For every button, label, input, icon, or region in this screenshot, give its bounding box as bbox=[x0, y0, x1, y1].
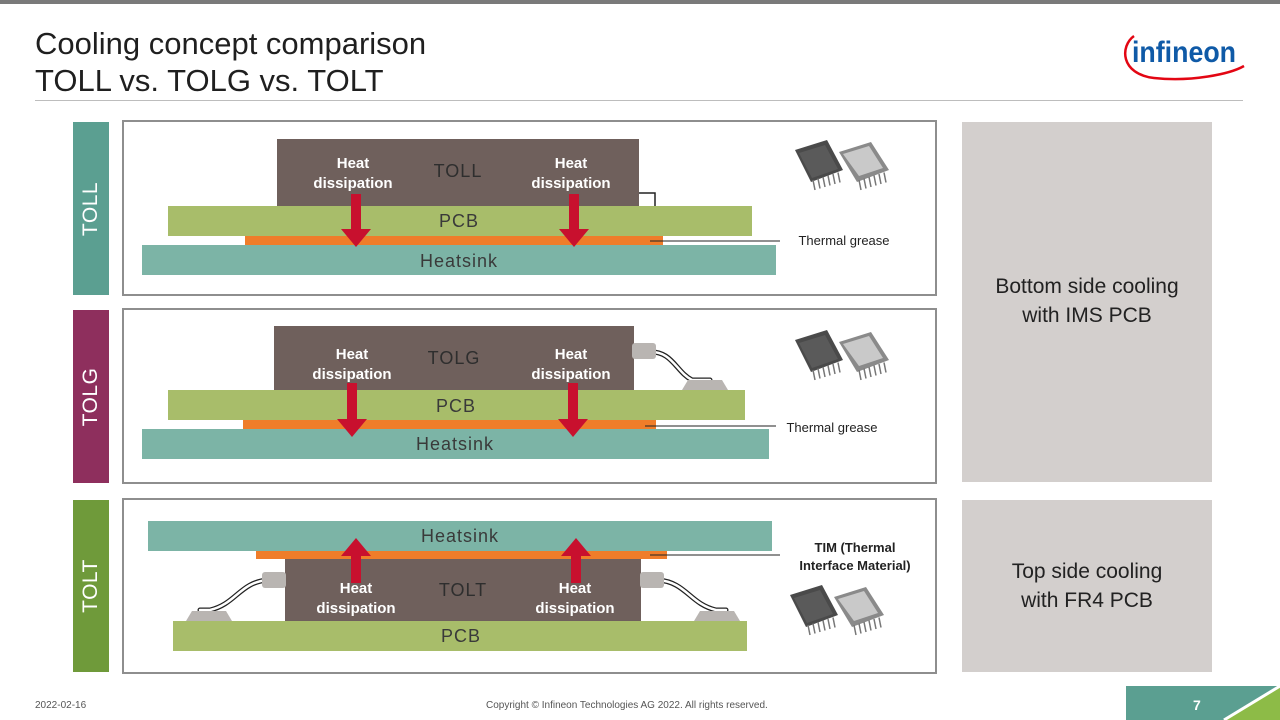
package-photo-tolt bbox=[790, 585, 884, 636]
heatsink-layer bbox=[148, 521, 772, 551]
chip-label: TOLT bbox=[439, 580, 487, 600]
heat-arrow-right bbox=[561, 538, 591, 583]
summary-box-top-cooling: Top side cooling with FR4 PCB bbox=[962, 500, 1212, 672]
page-number: 7 bbox=[1193, 697, 1201, 713]
heat-arrow-right bbox=[558, 383, 588, 437]
pcb-label: PCB bbox=[439, 211, 479, 231]
chip-label: TOLG bbox=[428, 348, 481, 368]
package-photo-toll bbox=[795, 140, 889, 191]
callout-label: Thermal grease bbox=[798, 233, 889, 248]
heatsink-layer bbox=[142, 245, 776, 275]
chip-package bbox=[285, 559, 641, 621]
lead-foot-right bbox=[694, 611, 740, 621]
pcb-layer bbox=[173, 621, 747, 651]
lead-top-left bbox=[262, 572, 286, 588]
top-border bbox=[0, 0, 1280, 4]
lead-foot-left bbox=[186, 611, 232, 621]
summary-box-bottom-cooling: Bottom side cooling with IMS PCB bbox=[962, 122, 1212, 482]
page-number-tab bbox=[1126, 684, 1280, 720]
svg-text:infineon: infineon bbox=[1132, 36, 1236, 69]
heat-arrow-right bbox=[559, 194, 589, 247]
title-line-2: TOLL vs. TOLG vs. TOLT bbox=[35, 63, 384, 98]
pcb-layer bbox=[168, 390, 745, 420]
pcb-label: PCB bbox=[436, 396, 476, 416]
row-label-toll: TOLL bbox=[73, 122, 109, 295]
gull-wing-lead-left bbox=[197, 577, 271, 613]
summary-line: with FR4 PCB bbox=[1021, 589, 1153, 612]
heatsink-label: Heatsink bbox=[420, 251, 498, 271]
heat-arrow-left bbox=[341, 538, 371, 583]
footer-date: 2022-02-16 bbox=[35, 700, 87, 711]
footer-copyright: Copyright © Infineon Technologies AG 202… bbox=[486, 700, 768, 711]
title-line-1: Cooling concept comparison bbox=[35, 26, 427, 61]
slide-title: Cooling concept comparison TOLL vs. TOLG… bbox=[35, 25, 426, 99]
infineon-logo: infineon bbox=[1112, 22, 1252, 84]
heatsink-label: Heatsink bbox=[421, 526, 499, 546]
pcb-layer bbox=[168, 206, 752, 236]
package-pin bbox=[639, 192, 656, 206]
heat-arrow-left bbox=[337, 383, 367, 437]
gull-wing-lead-right bbox=[655, 577, 729, 613]
lead-top bbox=[632, 343, 656, 359]
title-divider bbox=[35, 100, 1243, 101]
gull-wing-lead bbox=[645, 349, 713, 383]
summary-line: with IMS PCB bbox=[1022, 304, 1152, 327]
thermal-grease-layer bbox=[243, 420, 656, 429]
heat-arrow-left bbox=[341, 194, 371, 247]
tim-layer bbox=[256, 551, 667, 559]
callout-label: Thermal grease bbox=[786, 420, 877, 435]
lead-foot bbox=[682, 380, 728, 390]
heatsink-label: Heatsink bbox=[416, 434, 494, 454]
package-photo-tolg bbox=[795, 330, 889, 381]
chip-package bbox=[274, 326, 634, 390]
lead-top-right bbox=[640, 572, 664, 588]
row-label-tolt: TOLT bbox=[73, 500, 109, 672]
thermal-grease-layer bbox=[245, 236, 663, 245]
row-label-tolg: TOLG bbox=[73, 310, 109, 483]
heatsink-layer bbox=[142, 429, 769, 459]
summary-line: Bottom side cooling bbox=[995, 275, 1179, 298]
pcb-label: PCB bbox=[441, 626, 481, 646]
summary-line: Top side cooling bbox=[1011, 560, 1163, 583]
chip-label: TOLL bbox=[434, 161, 483, 181]
